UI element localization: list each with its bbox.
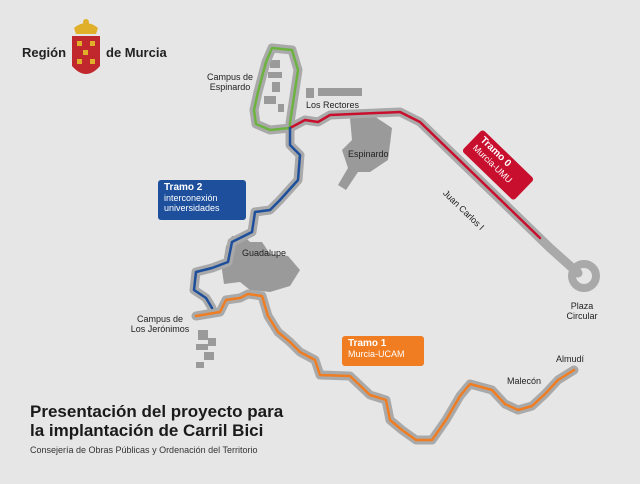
jeronimos-buildings bbox=[196, 330, 216, 368]
label-campus-espinardo-line2: Espinardo bbox=[209, 82, 251, 92]
tag-tramo2-line1: interconexión bbox=[164, 193, 218, 203]
espinardo-building bbox=[338, 112, 392, 190]
title-line1: Presentación del proyecto para bbox=[30, 402, 284, 421]
title-line2: la implantación de Carril Bici bbox=[30, 421, 264, 440]
label-almudi: Almudí bbox=[556, 354, 585, 364]
route-tramo2 bbox=[192, 126, 302, 310]
buildings bbox=[196, 60, 392, 368]
label-guadalupe: Guadalupe bbox=[242, 248, 287, 258]
route-tramo0 bbox=[288, 110, 542, 240]
route-tramo1 bbox=[194, 292, 576, 442]
label-los-rectores: Los Rectores bbox=[306, 100, 360, 110]
label-plaza-circular: Plaza Circular bbox=[560, 301, 604, 321]
coat-of-arms-icon bbox=[72, 19, 100, 74]
roundabout bbox=[568, 260, 600, 292]
tag-tramo2: Tramo 2 interconexión universidades bbox=[158, 180, 246, 220]
region-label-left: Región bbox=[22, 45, 67, 60]
subtitle: Consejería de Obras Públicas y Ordenació… bbox=[30, 445, 258, 455]
label-malecon: Malecón bbox=[507, 376, 542, 386]
label-campus-espinardo: Campus de Espinardo bbox=[196, 72, 264, 92]
guadalupe-building bbox=[222, 236, 300, 292]
region-label-right: de Murcia bbox=[106, 45, 167, 60]
label-jeronimos-line1: Campus de bbox=[136, 314, 184, 324]
tag-tramo2-line2: universidades bbox=[164, 203, 220, 213]
routes bbox=[192, 46, 576, 442]
tag-tramo1-name: Murcia-UCAM bbox=[348, 349, 405, 359]
tag-tramo1: Tramo 1 Murcia-UCAM bbox=[342, 336, 424, 366]
label-campus-jeronimos: Campus de Los Jerónimos bbox=[124, 314, 196, 334]
label-campus-espinardo-line1: Campus de bbox=[206, 72, 254, 82]
tag-tramo1-title: Tramo 1 bbox=[348, 338, 387, 349]
label-plaza-line1: Plaza bbox=[570, 301, 594, 311]
tag-tramo2-title: Tramo 2 bbox=[164, 182, 203, 193]
los-rectores-buildings bbox=[306, 88, 362, 98]
label-espinardo: Espinardo bbox=[348, 149, 389, 159]
label-jeronimos-line2: Los Jerónimos bbox=[130, 324, 190, 334]
label-plaza-line2: Circular bbox=[566, 311, 598, 321]
campus-espinardo-buildings bbox=[264, 60, 284, 112]
route-campus-espinardo bbox=[252, 46, 300, 132]
